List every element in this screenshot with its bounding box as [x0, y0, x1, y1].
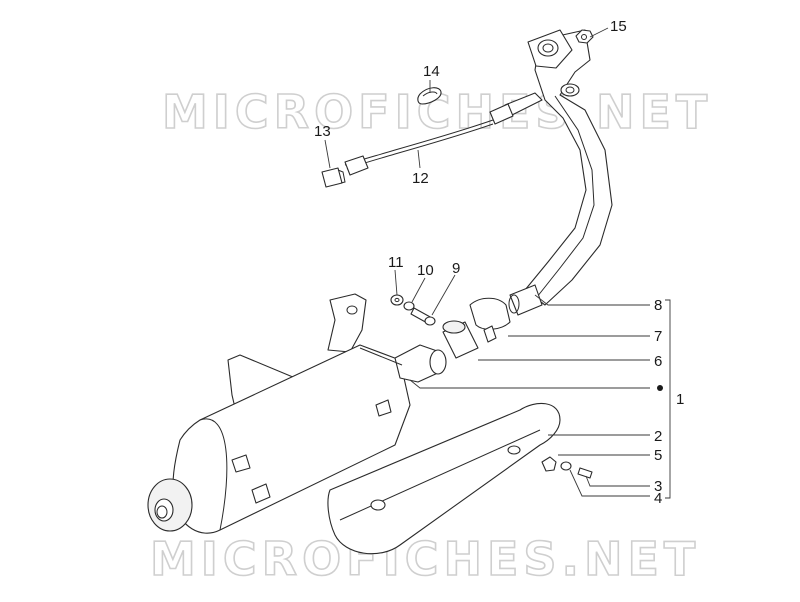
silencer-body-part-1	[147, 293, 447, 534]
leader-lines	[324, 27, 671, 499]
connector-part-13	[321, 167, 346, 188]
heat-shield-part-2	[327, 402, 561, 555]
callout-3: 3	[654, 478, 662, 495]
callout-14: 14	[423, 63, 440, 80]
nut-part-15	[575, 29, 594, 44]
callout-13: 13	[314, 123, 331, 140]
callout-2: 2	[654, 428, 662, 445]
clip-part-14	[417, 87, 442, 105]
callout-15: 15	[610, 18, 627, 35]
callout-7: 7	[654, 328, 662, 345]
callout-8: 8	[654, 297, 662, 314]
screw-part-4	[577, 467, 593, 479]
callout-9: 9	[452, 260, 460, 277]
callout-dot	[657, 385, 663, 391]
callout-6: 6	[654, 353, 662, 370]
watermark-bottom: MICROFICHES.NET	[150, 532, 700, 586]
callout-12: 12	[412, 170, 429, 187]
gasket-part-8	[508, 284, 543, 316]
exhaust-header-pipe	[524, 29, 613, 306]
callout-10: 10	[417, 262, 434, 279]
washer-part-11	[390, 294, 404, 306]
callout-4: 4	[654, 490, 662, 507]
clamp-part-7	[469, 297, 511, 343]
callout-5: 5	[654, 447, 662, 464]
sleeve-part-6	[442, 320, 479, 359]
nut-part-5	[541, 456, 557, 472]
washer-part-3	[560, 461, 572, 471]
washer-part-10	[403, 301, 415, 311]
callout-11: 11	[388, 254, 404, 271]
lambda-sensor-part-12	[344, 92, 543, 176]
callout-1: 1	[676, 391, 684, 408]
bolt-part-9	[410, 307, 436, 326]
